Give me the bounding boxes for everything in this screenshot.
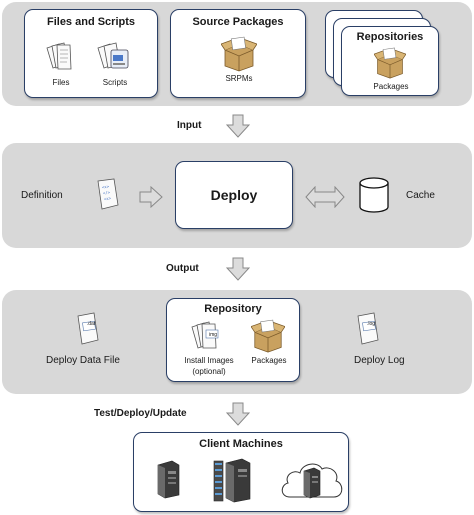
server-icon <box>157 460 180 499</box>
arrow-icon <box>226 402 250 426</box>
scripts-icon <box>97 42 129 69</box>
package-box-icon <box>251 319 285 353</box>
log-tag: .log <box>366 321 376 327</box>
input-label: Input <box>177 120 202 131</box>
log-file-icon <box>357 312 379 345</box>
deploy-log-label: Deploy Log <box>354 355 405 366</box>
test-deploy-update-label: Test/Deploy/Update <box>94 408 187 419</box>
scripts-label: Scripts <box>102 78 128 87</box>
files-and-scripts-title: Files and Scripts <box>46 16 136 28</box>
svg-text:<x>: <x> <box>101 184 109 190</box>
optional-label: (optional) <box>192 367 226 376</box>
img-tag: img <box>208 332 218 338</box>
install-images-icon <box>191 321 219 349</box>
bidirectional-arrow-icon <box>305 186 345 208</box>
repositories-title: Repositories <box>356 31 424 43</box>
disk-icon <box>359 177 389 213</box>
source-packages-box[interactable]: Source Packages SRPMs <box>170 9 306 98</box>
arrow-icon <box>139 186 163 208</box>
deploy-box[interactable]: Deploy <box>175 161 293 229</box>
arrow-icon <box>226 257 250 281</box>
output-repository-box[interactable]: Repository img Install Images (optional)… <box>166 298 300 382</box>
repositories-box[interactable]: Repositories Packages <box>341 26 439 96</box>
cache-label: Cache <box>406 190 435 201</box>
data-file-icon <box>77 312 99 345</box>
deploy-data-file-label: Deploy Data File <box>46 355 120 366</box>
srpms-label: SRPMs <box>225 74 253 83</box>
definition-document-icon: <x> </> <x> <box>97 178 119 210</box>
package-box-icon <box>221 36 257 72</box>
install-images-label: Install Images <box>184 356 234 365</box>
output-packages-label: Packages <box>251 356 287 365</box>
svg-text:</>: </> <box>102 190 110 196</box>
client-machines-title: Client Machines <box>199 438 283 450</box>
arrow-icon <box>226 114 250 138</box>
rack-server-icon <box>213 458 251 503</box>
files-label: Files <box>52 78 70 87</box>
packages-label: Packages <box>373 82 409 91</box>
files-and-scripts-box[interactable]: Files and Scripts Files Scripts <box>24 9 158 98</box>
files-icon <box>46 42 72 70</box>
data-file-tag: .dat <box>86 321 96 327</box>
output-repository-title: Repository <box>204 303 262 315</box>
package-box-icon <box>374 47 406 79</box>
client-machines-box[interactable]: Client Machines <box>133 432 349 512</box>
source-packages-title: Source Packages <box>192 16 284 28</box>
definition-label: Definition <box>21 190 63 201</box>
output-label: Output <box>166 263 199 274</box>
cloud-icon <box>281 463 343 499</box>
deploy-title: Deploy <box>210 187 258 203</box>
svg-text:<x>: <x> <box>103 195 111 201</box>
